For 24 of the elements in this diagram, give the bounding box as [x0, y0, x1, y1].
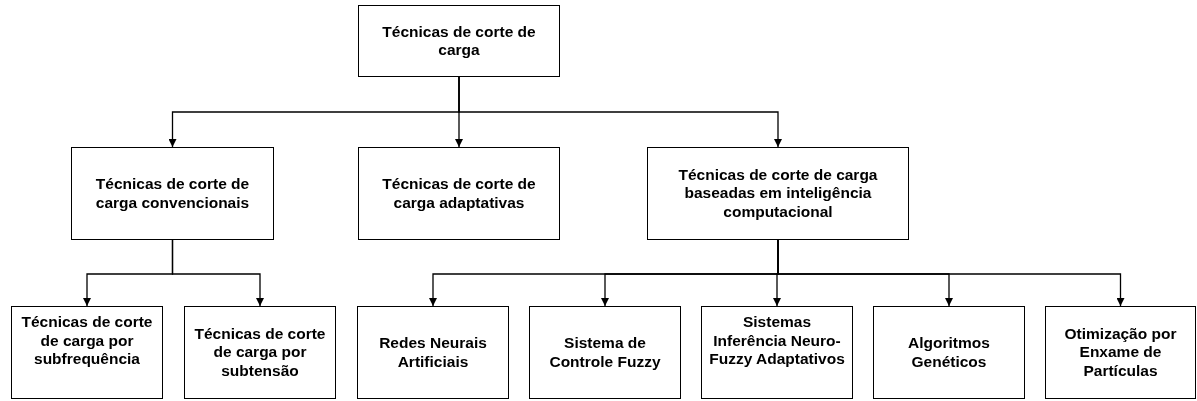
box-label: Técnicas de corte de carga adaptativas	[381, 175, 537, 212]
box-label: Sistemas Inferência Neuro-Fuzzy Adaptativos	[708, 313, 846, 369]
connector-arrow	[171, 239, 264, 307]
category-box	[529, 306, 681, 399]
category-box	[11, 306, 163, 399]
category-box	[701, 306, 853, 399]
box-label: Redes Neurais Artificiais	[378, 334, 488, 371]
box-label: Técnicas de corte de carga baseadas em inteligência computacional	[677, 165, 879, 222]
box-label: Sistema de Controle Fuzzy	[548, 334, 662, 371]
category-box	[71, 147, 274, 240]
box-label: Algoritmos Genéticos	[907, 334, 991, 371]
category-box	[1045, 306, 1196, 399]
box-label: Técnicas de corte de carga	[381, 22, 537, 60]
category-box	[358, 147, 560, 240]
category-box	[358, 5, 560, 77]
box-label: Técnicas de corte de carga por subfrequência	[20, 313, 154, 369]
box-label: Otimização por Enxame de Partículas	[1063, 324, 1178, 381]
connector-arrow	[458, 76, 782, 148]
category-box	[357, 306, 509, 399]
category-box	[647, 147, 909, 240]
box-label: Técnicas de corte de carga convencionais	[94, 175, 251, 212]
category-box	[184, 306, 336, 399]
box-label: Técnicas de corte de carga por subtensão	[193, 324, 327, 381]
category-box	[873, 306, 1025, 399]
